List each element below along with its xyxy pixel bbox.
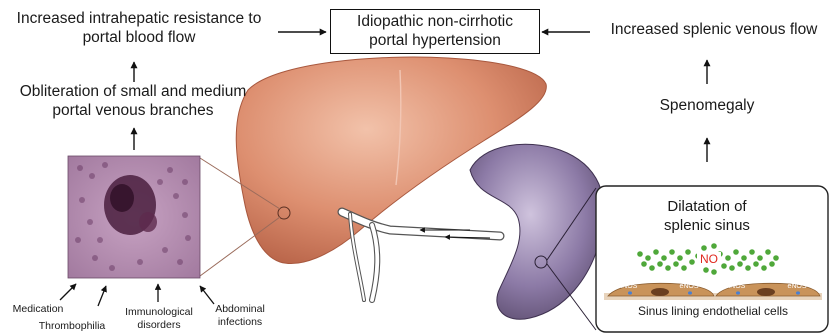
- histology-image: [68, 156, 200, 278]
- enos-label-1: eNOS: [674, 283, 704, 292]
- inch-box-label: Idiopathic non-cirrhotic portal hyperten…: [330, 9, 540, 54]
- dilatation-label: Dilatation of splenic sinus: [646, 198, 768, 236]
- arrow-medication: [60, 284, 76, 300]
- cause-thrombophilia: Thrombophilia: [32, 320, 112, 333]
- splenic-vein: [342, 212, 500, 300]
- inos-label-1: iNOS: [614, 283, 644, 292]
- inos-label-2: iNOS: [722, 283, 752, 292]
- cause-abdominal: Abdominal infections: [200, 303, 280, 329]
- splenomegaly-label: Spenomegaly: [626, 96, 788, 115]
- cause-medication: Medication: [2, 303, 74, 316]
- obliteration-label: Obliteration of small and medium portal …: [2, 82, 264, 121]
- arrow-thrombophilia: [98, 286, 106, 306]
- arrow-abdominal: [200, 286, 214, 304]
- enos-label-2: eNOS: [782, 283, 812, 292]
- cause-immunological: Immunological disorders: [118, 306, 200, 332]
- resistance-label: Increased intrahepatic resistance to por…: [4, 9, 274, 48]
- no-label: NO: [697, 252, 721, 267]
- splenic-flow-label: Increased splenic venous flow: [596, 20, 832, 39]
- endothelial-label: Sinus lining endothelial cells: [600, 304, 826, 319]
